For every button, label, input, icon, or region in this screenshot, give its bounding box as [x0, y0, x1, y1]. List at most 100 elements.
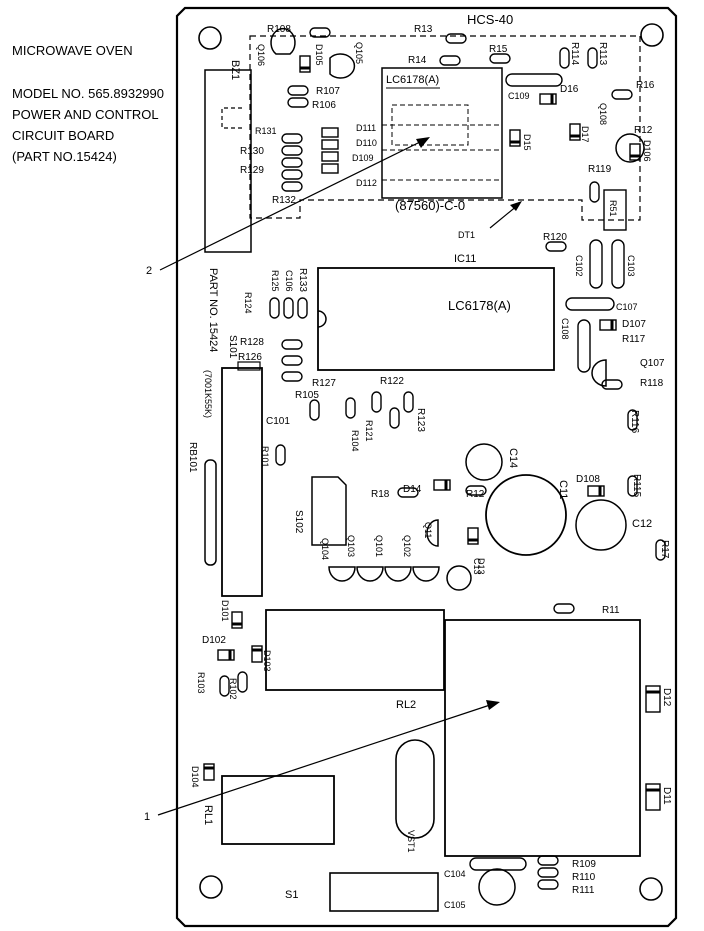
transistor-q105 [329, 53, 356, 79]
label-d104: D104 [190, 766, 200, 788]
label-d109: D109 [352, 153, 374, 163]
label-d110: D110 [356, 138, 377, 148]
label-d112: D112 [356, 178, 377, 188]
label-r104: R104 [350, 430, 360, 452]
varistor-vst1 [395, 739, 435, 839]
capacitor-c104 [478, 868, 516, 906]
callout-1-line [157, 704, 491, 816]
label-part-marking-sub: (7001K55K) [203, 370, 213, 418]
capacitor-c14 [465, 443, 503, 481]
label-r129: R129 [240, 165, 264, 176]
label-d111: D111 [356, 123, 376, 133]
capacitor-c104-oblong [469, 857, 527, 871]
label-vst1: VST1 [406, 830, 416, 853]
label-d12: D12 [661, 688, 672, 707]
label-r107: R107 [316, 86, 340, 97]
label-r106: R106 [312, 100, 336, 111]
label-c104: C104 [444, 869, 466, 879]
label-q102: Q102 [402, 535, 412, 557]
label-q107: Q107 [640, 358, 665, 369]
relay-rl2 [265, 609, 445, 691]
label-bz1: BZ1 [229, 60, 241, 80]
transistor-q11 [426, 519, 439, 547]
transistor-q107 [591, 359, 607, 387]
label-r13: R13 [414, 24, 433, 35]
label-r51: R51 [608, 200, 618, 217]
label-top-ic: LC6178(A) [386, 74, 439, 86]
label-d103: D103 [262, 650, 272, 672]
mounting-hole [639, 877, 663, 901]
label-r105: R105 [295, 390, 319, 401]
label-r18: R18 [371, 489, 390, 500]
label-d102: D102 [202, 635, 226, 646]
label-part-marking: PART NO. 15424 [207, 268, 219, 352]
label-r119: R119 [588, 164, 612, 175]
label-stamp: (87560)-C-0 [395, 198, 465, 213]
label-r130: R130 [240, 146, 264, 157]
transistor-q108 [615, 133, 645, 163]
power-relay-block [444, 619, 641, 857]
label-r111: R111 [572, 885, 595, 896]
label-r103: R103 [196, 672, 206, 694]
label-q103: Q103 [346, 535, 356, 557]
label-board-code: HCS-40 [467, 12, 513, 27]
label-q101: Q101 [374, 535, 384, 557]
capacitor-c12 [575, 499, 627, 551]
label-r116: R116 [629, 410, 640, 434]
resistor-r51 [603, 189, 627, 231]
label-d14: D14 [403, 484, 422, 495]
label-r127: R127 [312, 378, 336, 389]
label-d107: D107 [622, 319, 646, 330]
label-r118: R118 [640, 378, 664, 389]
label-c103: C103 [626, 255, 636, 277]
label-r132: R132 [272, 195, 296, 206]
label-q106: Q106 [256, 44, 266, 66]
ic11-lc6178 [317, 267, 555, 371]
label-q105: Q105 [354, 42, 364, 64]
label-d101: D101 [220, 600, 230, 622]
label-d17: D17 [580, 126, 590, 143]
label-r133: R133 [297, 268, 308, 292]
callout-2-line [159, 141, 421, 271]
component-labels: R108 R13 R14 R15 R114 R113 R16 D105 D16 … [190, 24, 672, 896]
label-d105: D105 [314, 44, 324, 66]
label-r122: R122 [380, 376, 404, 387]
title-part-number: (PART NO.15424) [12, 149, 117, 164]
callout-2-number: 2 [146, 265, 152, 277]
label-q11: Q11 [423, 522, 433, 538]
title-board-name-2: CIRCUIT BOARD [12, 128, 115, 143]
label-d11: D11 [661, 787, 672, 805]
label-q108: Q108 [598, 103, 608, 125]
title-board-name-1: POWER AND CONTROL [12, 107, 159, 122]
label-r125: R125 [270, 270, 280, 292]
label-c107: C107 [616, 302, 638, 312]
buzzer-bracket [221, 107, 242, 129]
title-model: MODEL NO. 565.8932990 [12, 86, 164, 101]
capacitor-c11 [485, 474, 567, 556]
label-d108: D108 [576, 474, 600, 485]
label-r15: R15 [489, 44, 508, 55]
label-r12a: R12 [634, 125, 653, 136]
label-q104: Q104 [320, 538, 330, 560]
label-r101: R101 [260, 446, 270, 468]
label-r17: R17 [659, 540, 670, 559]
label-r16: R16 [636, 80, 655, 91]
label-r12b: R12 [466, 489, 485, 500]
label-r108: R108 [267, 24, 291, 35]
label-ic11: IC11 [454, 253, 476, 265]
transistor-row [328, 566, 440, 582]
label-r115: R115 [631, 474, 642, 498]
label-r109: R109 [572, 859, 596, 870]
label-c105: C105 [444, 900, 466, 910]
label-r126: R126 [238, 352, 262, 363]
board-outline [175, 6, 678, 928]
label-r14: R14 [408, 55, 427, 66]
label-r121: R121 [364, 420, 374, 442]
diode-group [203, 55, 661, 811]
label-r113: R113 [597, 42, 608, 66]
label-c13: C13 [472, 558, 482, 575]
callout-2-arrowhead [416, 137, 430, 148]
capacitor-c107 [565, 297, 615, 311]
label-rl2: RL2 [396, 699, 416, 711]
